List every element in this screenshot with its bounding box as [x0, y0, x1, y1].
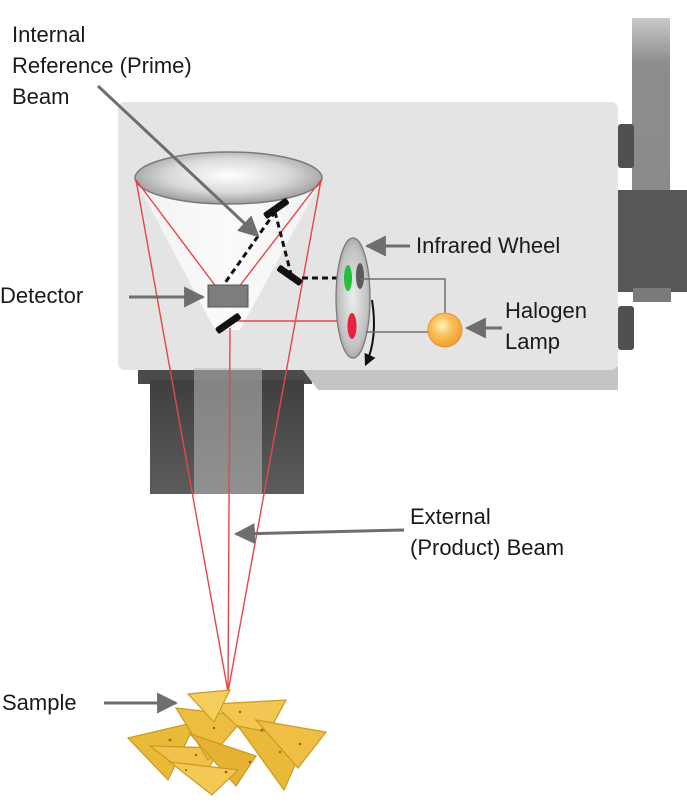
- halogen-lamp-label-line1: Halogen: [505, 298, 587, 323]
- wheel-rotation-arrow: [364, 299, 376, 367]
- internal-beam-label-line2: Reference (Prime): [12, 53, 192, 78]
- chip-speckles: [168, 710, 302, 774]
- fold-mirror-bottom: [215, 313, 241, 334]
- bracket-foot: [633, 288, 671, 302]
- lamp-wiring: [360, 278, 446, 333]
- external-beam-label: External (Product) Beam: [410, 501, 564, 563]
- internal-reference-path: [218, 211, 348, 291]
- mounting-bracket: [618, 190, 687, 292]
- halogen-lamp-label: Halogen Lamp: [505, 295, 587, 357]
- side-clip-lower: [618, 306, 634, 350]
- external-beam-label-line2: (Product) Beam: [410, 535, 565, 560]
- internal-beam-label-line3: Beam: [12, 84, 70, 109]
- internal-beam-label: Internal Reference (Prime) Beam: [12, 19, 192, 112]
- concave-mirror: [134, 151, 323, 205]
- fold-mirror-top: [263, 198, 289, 219]
- filter-red: [347, 313, 357, 339]
- detector-label: Detector: [0, 283, 84, 308]
- sample-chips: [126, 689, 328, 796]
- infrared-wheel: [335, 237, 371, 359]
- mounting-mast: [632, 18, 670, 198]
- filter-gray: [356, 263, 364, 289]
- beam-window: [194, 368, 262, 494]
- internal-beam-label-line1: Internal: [12, 22, 86, 47]
- detector: [207, 284, 249, 308]
- halogen-lamp: [427, 312, 463, 348]
- halogen-lamp-label-line2: Lamp: [505, 329, 561, 354]
- external-beam-label-line1: External: [410, 504, 491, 529]
- external-beam-lines: [135, 179, 366, 693]
- infrared-wheel-label: Infrared Wheel: [416, 233, 561, 258]
- filter-green: [344, 265, 352, 291]
- fold-mirror-right: [277, 265, 303, 286]
- label-arrows: [96, 84, 502, 714]
- housing-bottom-ledge: [300, 366, 618, 390]
- side-clip-upper: [618, 124, 634, 168]
- sample-label: Sample: [2, 690, 77, 715]
